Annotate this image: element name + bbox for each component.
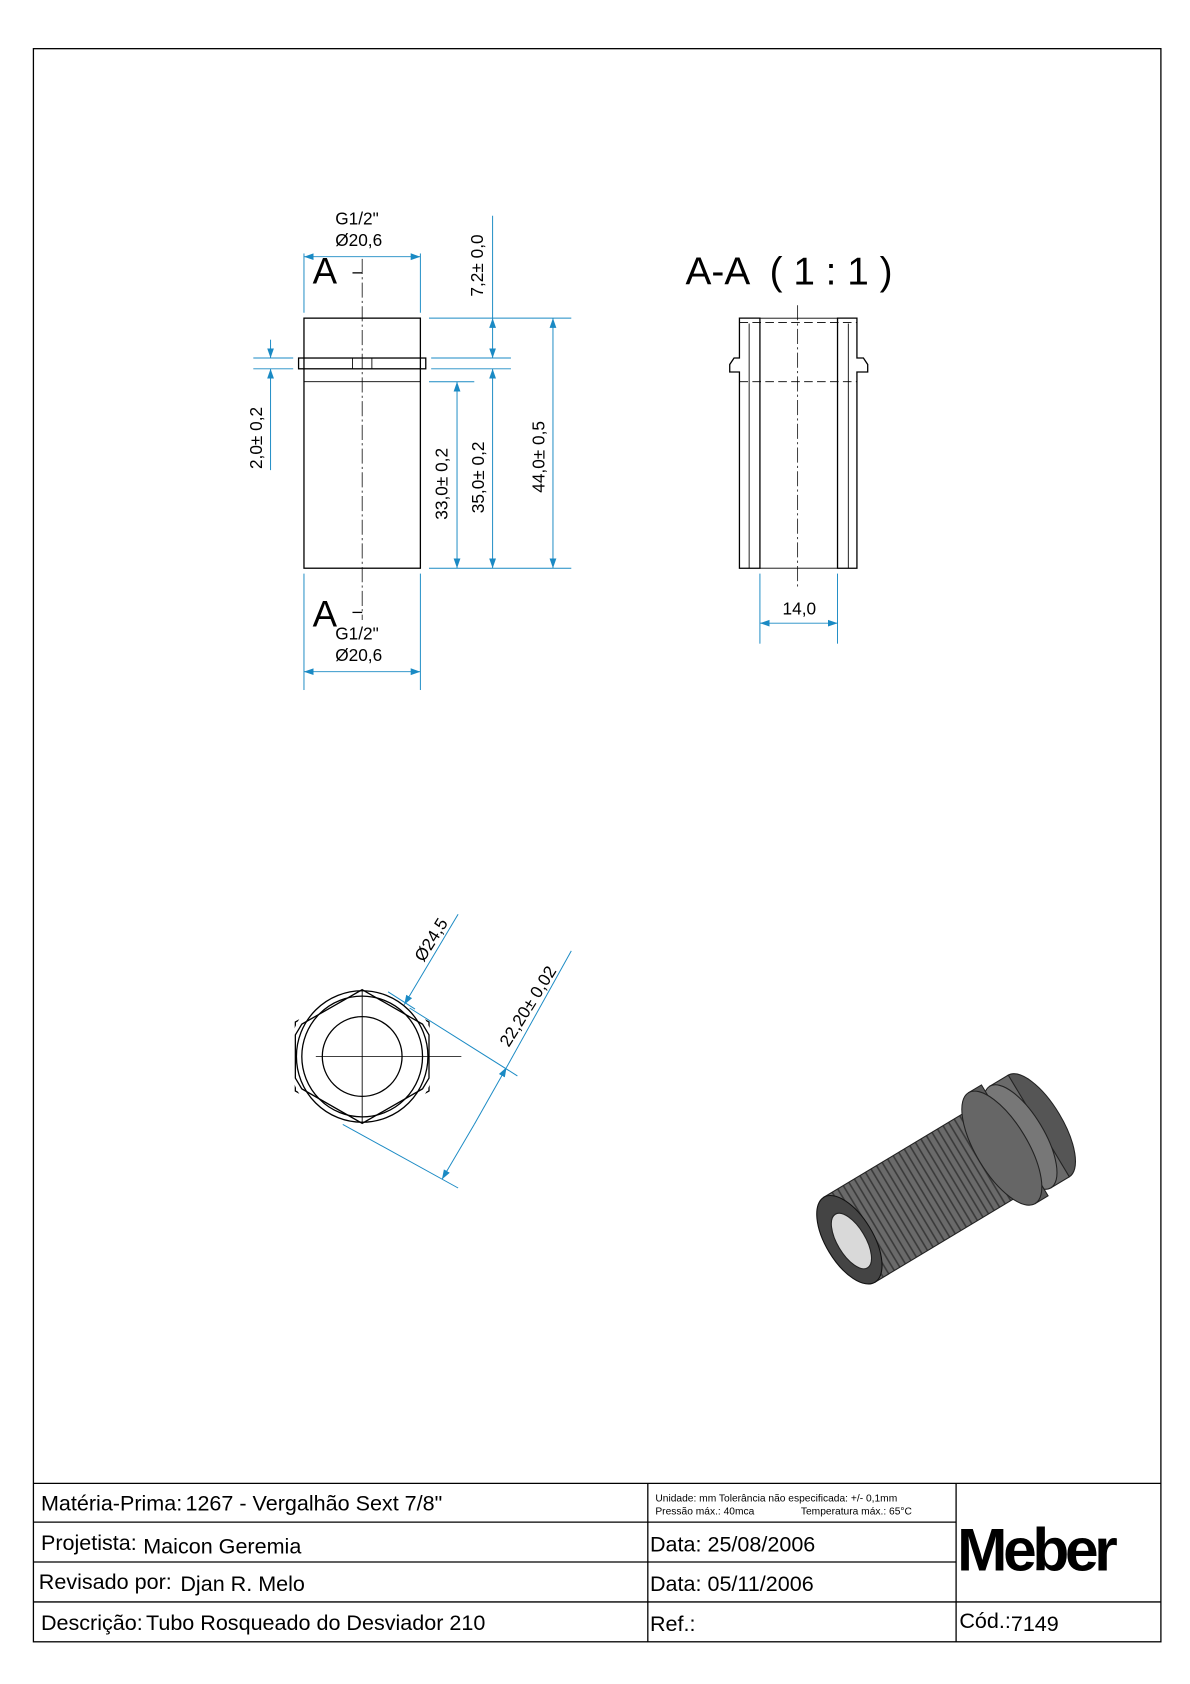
materia-value: 1267 - Vergalhão Sext 7/8" [185,1490,442,1515]
bottom-diameter-label: Ø20,6 [335,645,382,665]
svg-text:Matéria-Prima:1267 - Vergalhão: Matéria-Prima:1267 - Vergalhão Sext 7/8" [41,1490,442,1515]
projetista-value: Maicon Geremia [143,1533,301,1558]
notes-units-tolerance: Unidade: mm Tolerância não especificada:… [655,1494,897,1505]
title-block: Matéria-Prima:1267 - Vergalhão Sext 7/8"… [33,1482,1161,1642]
dim-diameter-24-5: Ø24,5 [410,914,452,964]
front-view: A A G1/2" Ø20,6 G1/2" Ø20,6 2,0± 0,2 7,2… [246,208,572,691]
dim-top-length: 7,2± 0,0 [467,234,487,296]
dim-bore: 14,0 [783,599,817,619]
design-date: Data: 25/08/2006 [650,1531,815,1556]
revisado-value: Djan R. Melo [180,1571,305,1596]
bottom-thread-label: G1/2" [335,623,378,643]
revision-date: Data: 05/11/2006 [650,1571,814,1596]
revisado-label: Revisado por: [39,1569,172,1594]
materia-label: Matéria-Prima: [41,1490,182,1515]
notes-pressure: Pressão máx.: 40mca [655,1507,754,1518]
section-title: A-A ( 1 : 1 ) [686,251,893,294]
section-mark-bottom: A [313,593,338,634]
dim-35: 35,0± 0,2 [468,441,488,513]
cod-label: Cód.: [959,1608,1011,1633]
ref-label: Ref.: [650,1611,696,1636]
svg-text:Descrição:Tubo Rosqueado do De: Descrição:Tubo Rosqueado do Desviador 21… [41,1610,485,1635]
descricao-label: Descrição: [41,1610,143,1635]
descricao-value: Tubo Rosqueado do Desviador 210 [146,1610,485,1635]
dim-33: 33,0± 0,2 [431,448,451,520]
end-view: Ø24,5 22,20± 0,02 [288,913,572,1189]
isometric-part-render [816,1073,1077,1285]
dim-44: 44,0± 0,5 [528,421,548,493]
meber-logo: Meber [957,1516,1117,1584]
notes-temperature: Temperatura máx.: 65°C [801,1507,912,1518]
svg-text:Revisado por:Djan R. Melo: Revisado por: Djan R. Melo [39,1569,305,1596]
top-thread-label: G1/2" [335,208,378,228]
svg-text:Cód.:7149: Cód.:7149 [959,1608,1058,1636]
svg-text:Projetista:Maicon Geremia: Projetista:Maicon Geremia [41,1530,301,1558]
top-diameter-label: Ø20,6 [335,230,382,250]
sheet-border [32,48,1162,1643]
section-view-a-a: A-A ( 1 : 1 ) 14,0 [686,251,893,644]
dim-flange-thickness: 2,0± 0,2 [246,407,266,469]
dim-across-flats: 22,20± 0,02 [495,962,560,1050]
projetista-label: Projetista: [41,1530,137,1555]
cod-value: 7149 [1011,1611,1059,1636]
